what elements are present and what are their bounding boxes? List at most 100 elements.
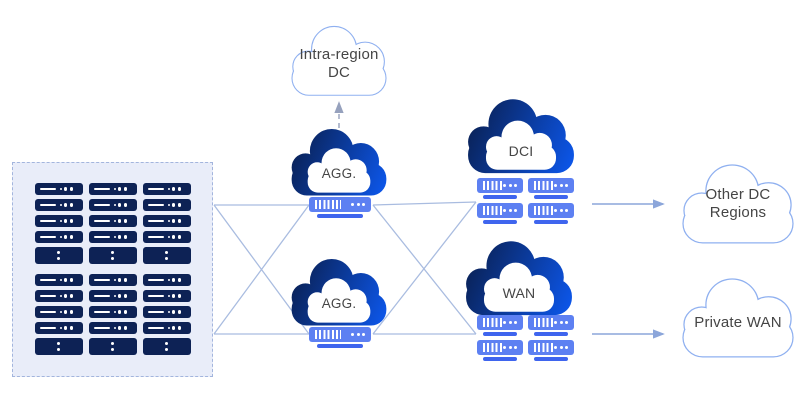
rack-column	[34, 183, 83, 376]
switch-base-icon	[317, 344, 363, 348]
server-unit-icon	[142, 215, 191, 227]
switch-vents-icon	[534, 318, 554, 327]
cloud-filled-icon	[468, 99, 574, 174]
server-unit-icon	[34, 215, 83, 227]
other-dc-regions-node: Other DC Regions	[676, 160, 800, 246]
switch-dots-icon	[503, 321, 517, 324]
server-ellipsis-icon	[88, 247, 137, 264]
server-unit-icon	[34, 199, 83, 211]
switch-unit-icon	[309, 327, 371, 348]
server-unit-icon	[88, 290, 137, 302]
server-ellipsis-icon	[142, 338, 191, 355]
server-unit-icon	[88, 306, 137, 318]
cloud-filled-icon	[291, 128, 387, 196]
switch-vents-icon	[534, 206, 554, 215]
cloud-outline-icon	[682, 278, 794, 358]
cloud-outline-icon	[291, 25, 387, 96]
switch-base-icon	[482, 195, 518, 199]
agg-bottom-label: AGG.	[321, 296, 357, 311]
server-rack-panel	[12, 162, 213, 377]
wan-switch-icons	[477, 315, 574, 361]
switch-unit-icon	[528, 340, 574, 361]
server-unit-icon	[142, 290, 191, 302]
switch-base-icon	[533, 220, 569, 224]
switch-vents-icon	[534, 181, 554, 190]
switch-dots-icon	[554, 346, 568, 349]
server-unit-icon	[142, 306, 191, 318]
rack-column	[142, 183, 191, 376]
label-line: Regions	[709, 204, 767, 221]
cloud-filled-icon	[466, 241, 572, 316]
server-group	[88, 274, 137, 365]
server-unit-icon	[88, 199, 137, 211]
server-unit-icon	[142, 183, 191, 195]
agg-top-label: AGG.	[321, 166, 357, 181]
switch-base-icon	[482, 220, 518, 224]
switch-base-icon	[482, 357, 518, 361]
switch-dots-icon	[554, 321, 568, 324]
other-dc-regions-label: Other DC Regions	[676, 186, 800, 222]
server-unit-icon	[34, 290, 83, 302]
switch-unit-icon	[477, 203, 523, 224]
dci-switch-icons	[477, 178, 574, 224]
server-unit-icon	[142, 322, 191, 334]
cloud-filled-icon	[291, 258, 387, 326]
switch-vents-icon	[534, 343, 554, 352]
private-wan-node: Private WAN	[676, 274, 800, 360]
server-unit-icon	[142, 199, 191, 211]
switch-base-icon	[482, 332, 518, 336]
server-unit-icon	[142, 231, 191, 243]
agg-top-node: AGG.	[288, 126, 390, 222]
switch-dots-icon	[351, 203, 365, 206]
switch-vents-icon	[483, 318, 503, 327]
rack-column	[88, 183, 137, 376]
dci-node: DCI	[464, 96, 578, 226]
switch-dots-icon	[554, 209, 568, 212]
switch-unit-icon	[477, 340, 523, 361]
server-unit-icon	[34, 322, 83, 334]
switch-vents-icon	[315, 330, 341, 339]
switch-vents-icon	[483, 206, 503, 215]
switch-base-icon	[533, 332, 569, 336]
server-unit-icon	[142, 274, 191, 286]
switch-unit-icon	[528, 315, 574, 336]
switch-unit-icon	[309, 197, 371, 218]
switch-dots-icon	[503, 209, 517, 212]
private-wan-label: Private WAN	[694, 314, 782, 331]
dci-label: DCI	[508, 143, 534, 159]
agg-bottom-node: AGG.	[288, 256, 390, 352]
server-unit-icon	[88, 322, 137, 334]
server-group	[88, 183, 137, 274]
server-unit-icon	[34, 183, 83, 195]
server-unit-icon	[88, 231, 137, 243]
agg-top-switch-icon	[309, 197, 371, 218]
label-line: Intra-region	[299, 46, 379, 63]
server-unit-icon	[88, 274, 137, 286]
switch-dots-icon	[503, 346, 517, 349]
server-unit-icon	[88, 183, 137, 195]
server-group	[142, 274, 191, 365]
agg-bottom-switch-icon	[309, 327, 371, 348]
switch-dots-icon	[351, 333, 365, 336]
server-group	[142, 183, 191, 274]
server-group	[34, 183, 83, 274]
server-group	[34, 274, 83, 365]
switch-vents-icon	[483, 181, 503, 190]
switch-dots-icon	[503, 184, 517, 187]
server-ellipsis-icon	[88, 338, 137, 355]
label-line: Other DC	[705, 186, 771, 203]
switch-base-icon	[533, 195, 569, 199]
switch-base-icon	[533, 357, 569, 361]
server-ellipsis-icon	[142, 247, 191, 264]
switch-unit-icon	[477, 315, 523, 336]
switch-unit-icon	[528, 203, 574, 224]
server-unit-icon	[34, 231, 83, 243]
server-unit-icon	[34, 274, 83, 286]
server-ellipsis-icon	[34, 338, 83, 355]
switch-dots-icon	[554, 184, 568, 187]
switch-base-icon	[317, 214, 363, 218]
switch-unit-icon	[528, 178, 574, 199]
wan-node: WAN	[462, 238, 576, 368]
